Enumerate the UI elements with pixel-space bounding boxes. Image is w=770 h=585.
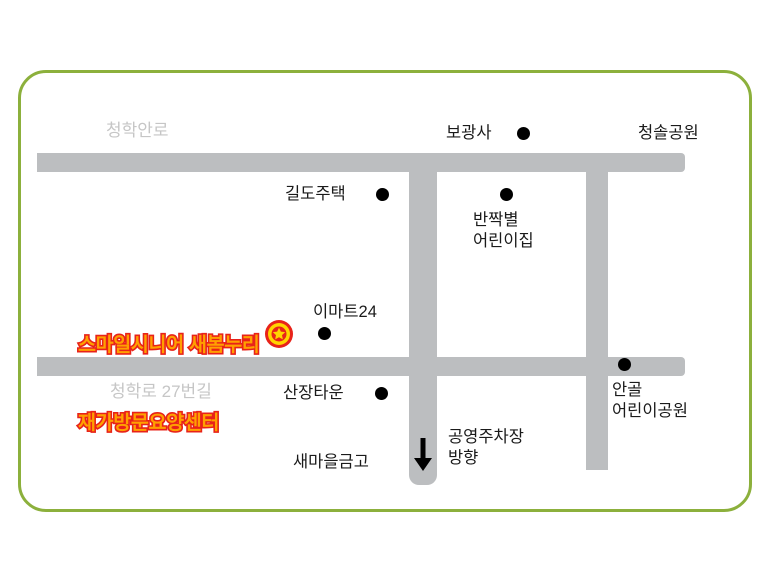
poi-dot-banjjakbyeol-daycare [500,188,513,201]
poi-label-cheongsol-park: 청솔공원 [638,124,699,142]
road-label-cheonghakro-27: 청학로 27번길 [110,382,212,401]
road-horizontal-upper [37,153,685,172]
map-frame-border [18,70,752,512]
poi-dot-angol-park [618,358,631,371]
poi-label-banjjakbyeol-daycare: 반짝별 어린이집 [473,211,534,250]
destination-label-line2: 재가방문요양센터 [76,410,221,435]
road-horizontal-lower [37,357,685,376]
poi-dot-gildo-housing [376,188,389,201]
poi-label-gildo-housing: 길도주택 [285,185,346,203]
poi-label-angol-park: 안골 어린이공원 [612,381,688,420]
road-vertical-right [586,357,608,470]
road-vertical-midright [586,153,608,370]
destination-label-line1: 스마일시니어 새봄누리 [76,333,261,358]
road-label-cheonghakanro: 청학안로 [106,121,169,140]
star-marker-icon[interactable] [264,319,294,349]
destination-label: 스마일시니어 새봄누리 재가방문요양센터 [76,282,261,488]
poi-dot-emart24 [318,327,331,340]
poi-label-emart24: 이마트24 [313,303,377,321]
poi-label-bogwangsa: 보광사 [446,124,492,142]
arrow-down-icon [412,438,434,472]
poi-label-public-parking-direction: 공영주차장 방향 [448,428,524,467]
poi-dot-bogwangsa [517,127,530,140]
poi-dot-sanjang-town [375,387,388,400]
road-vertical-center [409,153,437,485]
poi-label-sanjang-town: 산장타운 [283,384,344,402]
poi-label-saemaul-geumgo: 새마을금고 [293,453,369,471]
